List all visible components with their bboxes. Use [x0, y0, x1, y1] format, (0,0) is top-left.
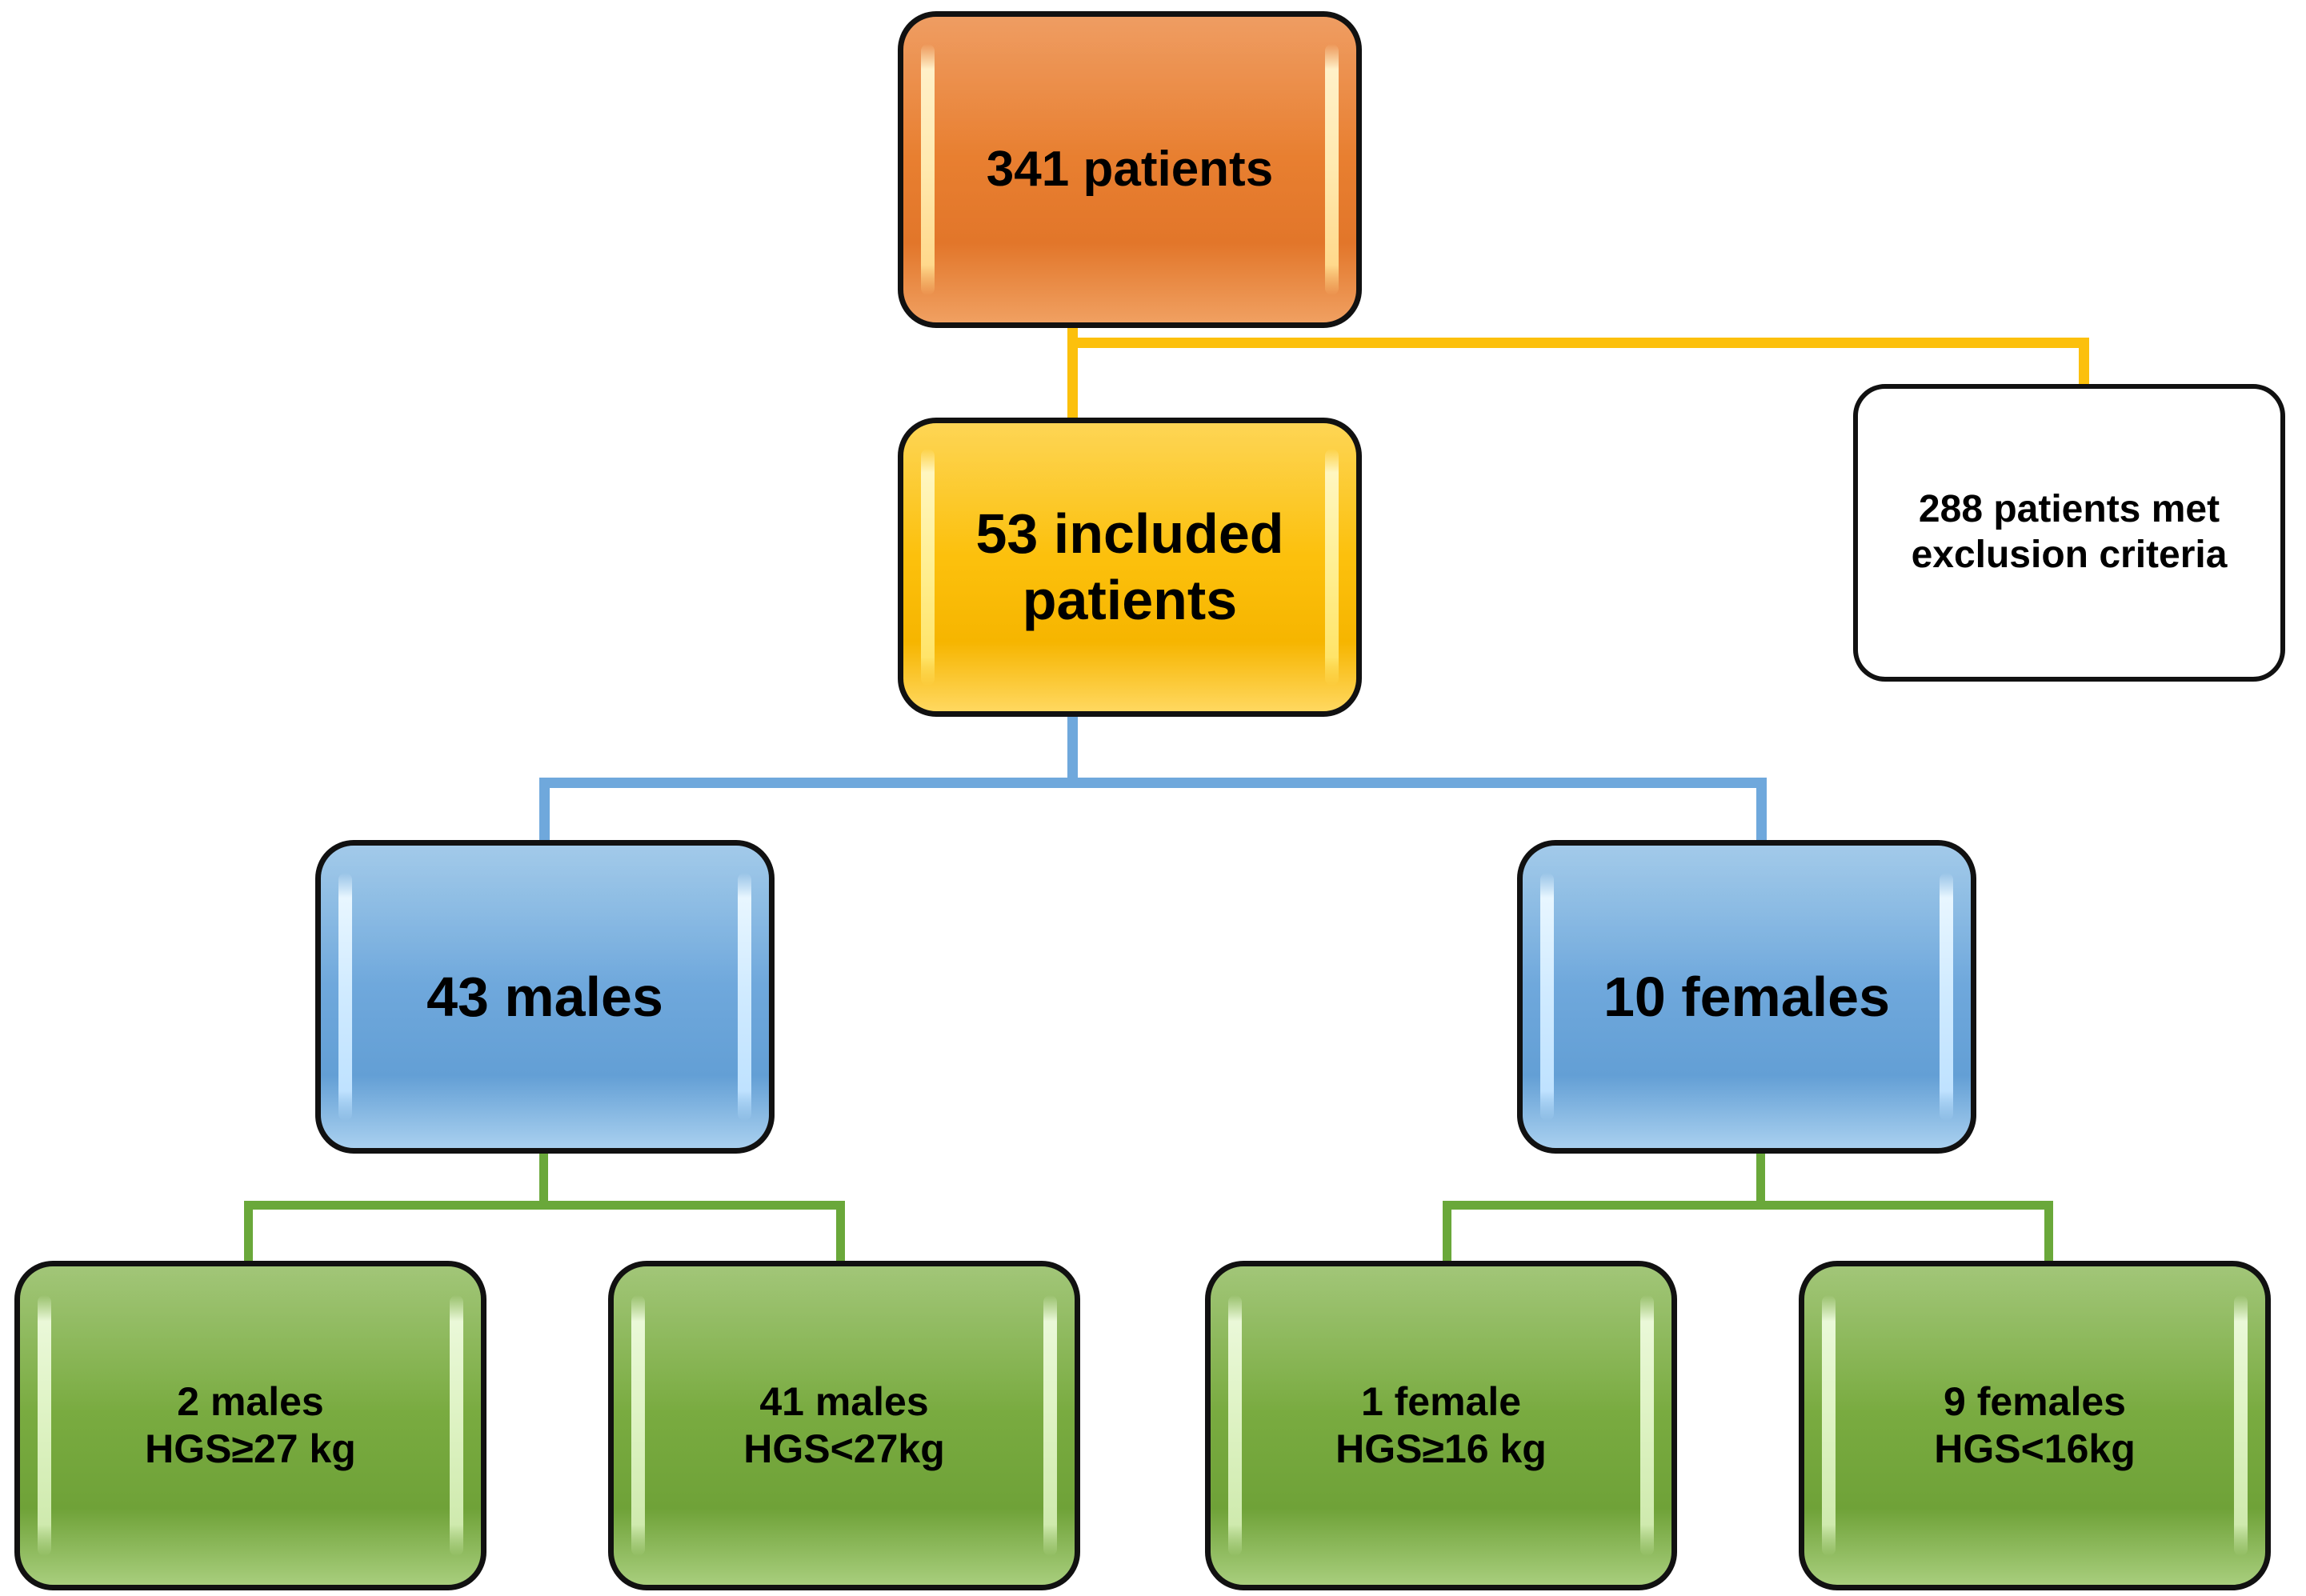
- node-gloss-left: [1540, 873, 1554, 1121]
- connector-sex-split-bar: [539, 778, 1767, 788]
- node-gloss-left: [631, 1294, 645, 1557]
- connector-total-to-excluded-horizontal: [1067, 338, 2089, 348]
- node-total-patients[interactable]: 341 patients: [898, 11, 1362, 328]
- node-gloss-right: [1640, 1294, 1654, 1557]
- node-gloss-left: [1822, 1294, 1836, 1557]
- node-gloss-right: [1043, 1294, 1057, 1557]
- node-included-patients-label: 53 included patients: [975, 502, 1284, 631]
- node-males[interactable]: 43 males: [315, 840, 775, 1154]
- connector-to-males: [539, 778, 550, 843]
- connector-to-males-high-hgs: [244, 1201, 253, 1263]
- connector-to-females-low-hgs: [2044, 1201, 2053, 1263]
- node-included-patients[interactable]: 53 included patients: [898, 418, 1362, 717]
- connector-total-stem: [1067, 328, 1078, 419]
- node-males-low-hgs[interactable]: 41 males HGS<27kg: [608, 1261, 1080, 1590]
- node-females-label: 10 females: [1603, 965, 1891, 1028]
- node-females-low-hgs-label: 9 females HGS<16kg: [1934, 1379, 2136, 1471]
- node-gloss-right: [1940, 873, 1953, 1121]
- node-gloss-left: [338, 873, 352, 1121]
- node-males-label: 43 males: [426, 965, 663, 1028]
- node-excluded-patients-label: 288 patients met exclusion criteria: [1911, 488, 2228, 576]
- connector-to-females-high-hgs: [1443, 1201, 1451, 1263]
- connector-to-females: [1756, 778, 1767, 843]
- connector-included-stem: [1067, 716, 1078, 788]
- connector-males-split-bar: [244, 1201, 845, 1210]
- node-gloss-left: [1228, 1294, 1242, 1557]
- node-females-high-hgs[interactable]: 1 female HGS≥16 kg: [1205, 1261, 1677, 1590]
- node-sheen: [903, 17, 1356, 158]
- node-females-high-hgs-label: 1 female HGS≥16 kg: [1335, 1379, 1547, 1471]
- node-gloss-right: [450, 1294, 463, 1557]
- node-gloss-left: [38, 1294, 51, 1557]
- connector-to-males-low-hgs: [836, 1201, 845, 1263]
- connector-males-stem: [539, 1152, 548, 1210]
- connector-females-stem: [1756, 1152, 1765, 1210]
- connector-females-split-bar: [1443, 1201, 2053, 1210]
- node-gloss-left: [921, 44, 935, 295]
- node-total-patients-label: 341 patients: [986, 142, 1274, 198]
- node-gloss-right: [2234, 1294, 2248, 1557]
- connector-excluded-drop: [2079, 338, 2089, 390]
- node-gloss-right: [1325, 44, 1339, 295]
- node-males-low-hgs-label: 41 males HGS<27kg: [743, 1379, 945, 1471]
- node-males-high-hgs[interactable]: 2 males HGS≥27 kg: [14, 1261, 486, 1590]
- node-males-high-hgs-label: 2 males HGS≥27 kg: [145, 1379, 356, 1471]
- node-excluded-patients[interactable]: 288 patients met exclusion criteria: [1853, 384, 2285, 682]
- node-gloss-right: [738, 873, 751, 1121]
- node-females[interactable]: 10 females: [1517, 840, 1976, 1154]
- node-females-low-hgs[interactable]: 9 females HGS<16kg: [1799, 1261, 2271, 1590]
